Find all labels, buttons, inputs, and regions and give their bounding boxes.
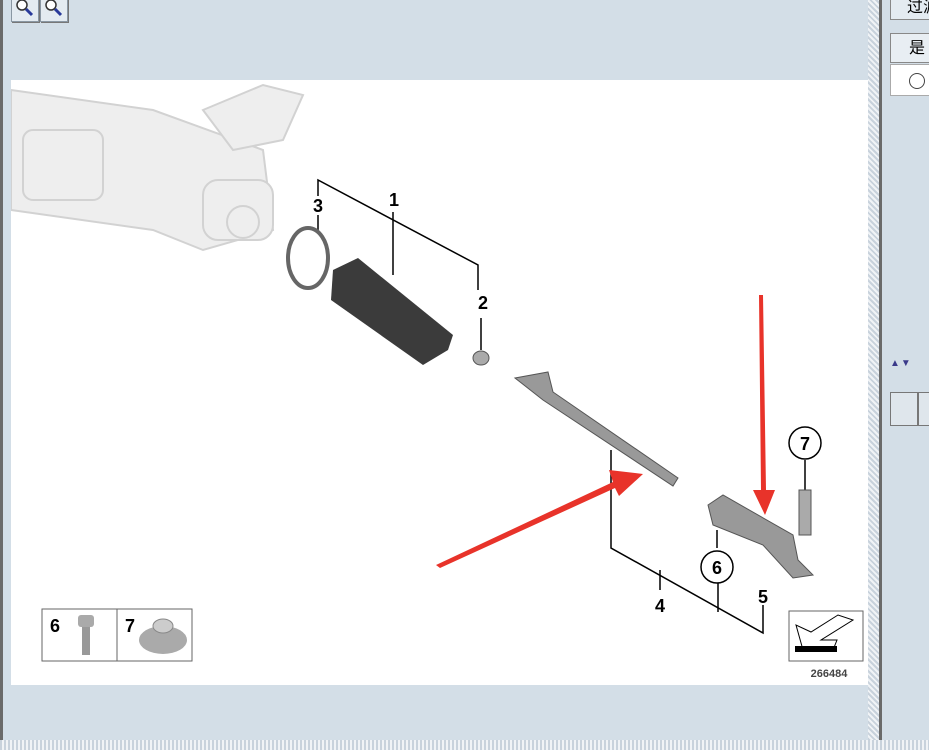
steering-rack-image — [10, 83, 305, 252]
zoom-out-button[interactable] — [40, 0, 68, 22]
table-cell — [918, 392, 929, 426]
bottom-splitter[interactable] — [0, 740, 929, 750]
diagram-panel: 1 2 3 4 5 6 7 6 7 — [0, 0, 869, 740]
zoom-in-button[interactable] — [11, 0, 39, 22]
callout-2: 2 — [478, 293, 488, 313]
bellows-boot — [331, 258, 453, 365]
legend-7: 7 — [125, 616, 135, 636]
table-cell — [890, 392, 918, 426]
callout-6: 6 — [712, 558, 722, 578]
callout-1: 1 — [389, 190, 399, 210]
orientation-arrow-icon: 266484 — [788, 610, 864, 680]
callout-3: 3 — [313, 196, 323, 216]
callout-5: 5 — [758, 587, 768, 607]
sort-arrows-icon[interactable]: ▲▼ — [890, 358, 912, 369]
filter-button[interactable]: 过滤 — [890, 0, 929, 20]
callout-7: 7 — [800, 434, 810, 454]
magnifier-icon — [16, 0, 34, 17]
radio-button[interactable] — [909, 73, 925, 89]
legend-6: 6 — [50, 616, 60, 636]
column-header: 是 — [890, 33, 929, 63]
callout-4: 4 — [655, 596, 665, 616]
panel-splitter[interactable] — [868, 0, 882, 740]
drawing-number: 266484 — [811, 668, 849, 680]
right-panel: 过滤 是 ▲▼ — [885, 0, 929, 740]
outer-tie-rod-end — [707, 494, 815, 579]
parts-diagram: 1 2 3 4 5 6 7 6 7 — [10, 80, 869, 685]
inner-tie-rod — [513, 371, 679, 487]
hardware-legend: 6 7 — [41, 608, 193, 662]
clamp-ring — [286, 226, 330, 290]
magnifier-icon — [45, 0, 63, 17]
table-row[interactable] — [890, 64, 929, 96]
